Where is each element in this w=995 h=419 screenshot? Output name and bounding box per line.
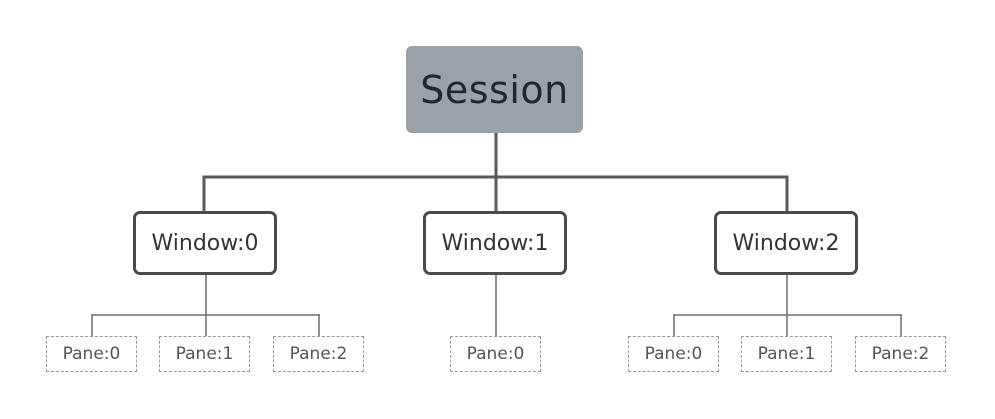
window-1-pane-0-node: Pane:0: [450, 336, 541, 372]
window-2-pane-1-node: Pane:1: [741, 336, 832, 372]
window-1-node: Window:1: [423, 211, 567, 275]
session-node: Session: [406, 46, 583, 133]
window-0-pane-0-node: Pane:0: [46, 336, 137, 372]
window-0-pane-1-node: Pane:1: [159, 336, 250, 372]
window-0-node: Window:0: [133, 211, 277, 275]
window-2-node: Window:2: [714, 211, 858, 275]
window-2-pane-2-node: Pane:2: [855, 336, 946, 372]
window-2-pane-0-node: Pane:0: [628, 336, 719, 372]
window-0-pane-2-node: Pane:2: [273, 336, 364, 372]
